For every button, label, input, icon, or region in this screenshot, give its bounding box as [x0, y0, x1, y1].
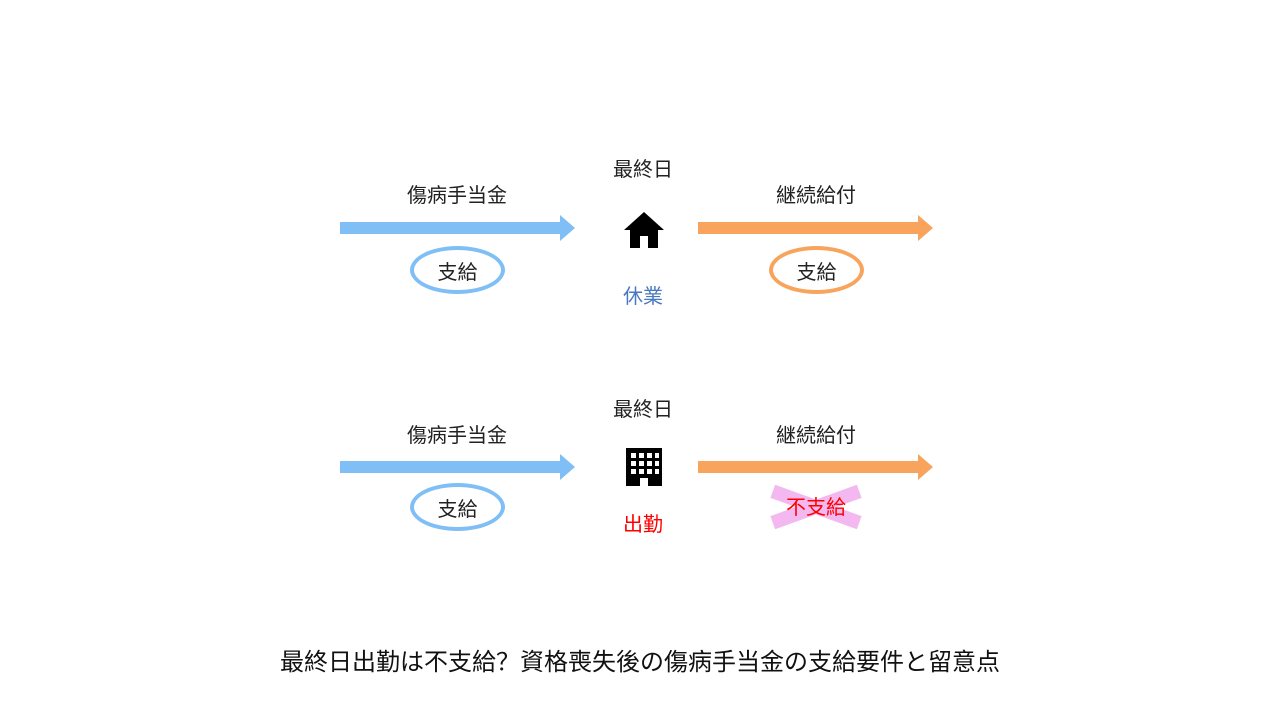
row2-right-status: 不支給 — [786, 495, 846, 519]
page-caption: 最終日出勤は不支給？資格喪失後の傷病手当金の支給要件と留意点 — [280, 648, 1000, 676]
row1-right-label: 継続給付 — [776, 183, 856, 207]
row1-center-bottom-label: 休業 — [623, 284, 663, 308]
row2-left-status-oval: 支給 — [410, 483, 505, 531]
row1-right-status-oval: 支給 — [769, 246, 864, 294]
row2-right-arrow — [698, 454, 933, 480]
row1-left-status-oval: 支給 — [410, 246, 505, 294]
house-icon — [624, 212, 664, 248]
row2-right-status-struck: 不支給 — [770, 484, 862, 530]
row1-right-status: 支給 — [796, 260, 837, 284]
row2-left-label: 傷病手当金 — [407, 423, 507, 447]
row2-right-label: 継続給付 — [776, 423, 856, 447]
office-building-icon — [626, 448, 662, 486]
row2-left-arrow — [340, 454, 575, 480]
row2-center-bottom-label: 出勤 — [623, 512, 663, 536]
row2-center-top-label: 最終日 — [613, 397, 673, 421]
row1-center-top-label: 最終日 — [613, 157, 673, 181]
row1-left-label: 傷病手当金 — [407, 183, 507, 207]
row1-left-arrow — [340, 215, 575, 241]
row2-left-status: 支給 — [437, 497, 478, 521]
row1-right-arrow — [698, 215, 933, 241]
row1-left-status: 支給 — [437, 260, 478, 284]
